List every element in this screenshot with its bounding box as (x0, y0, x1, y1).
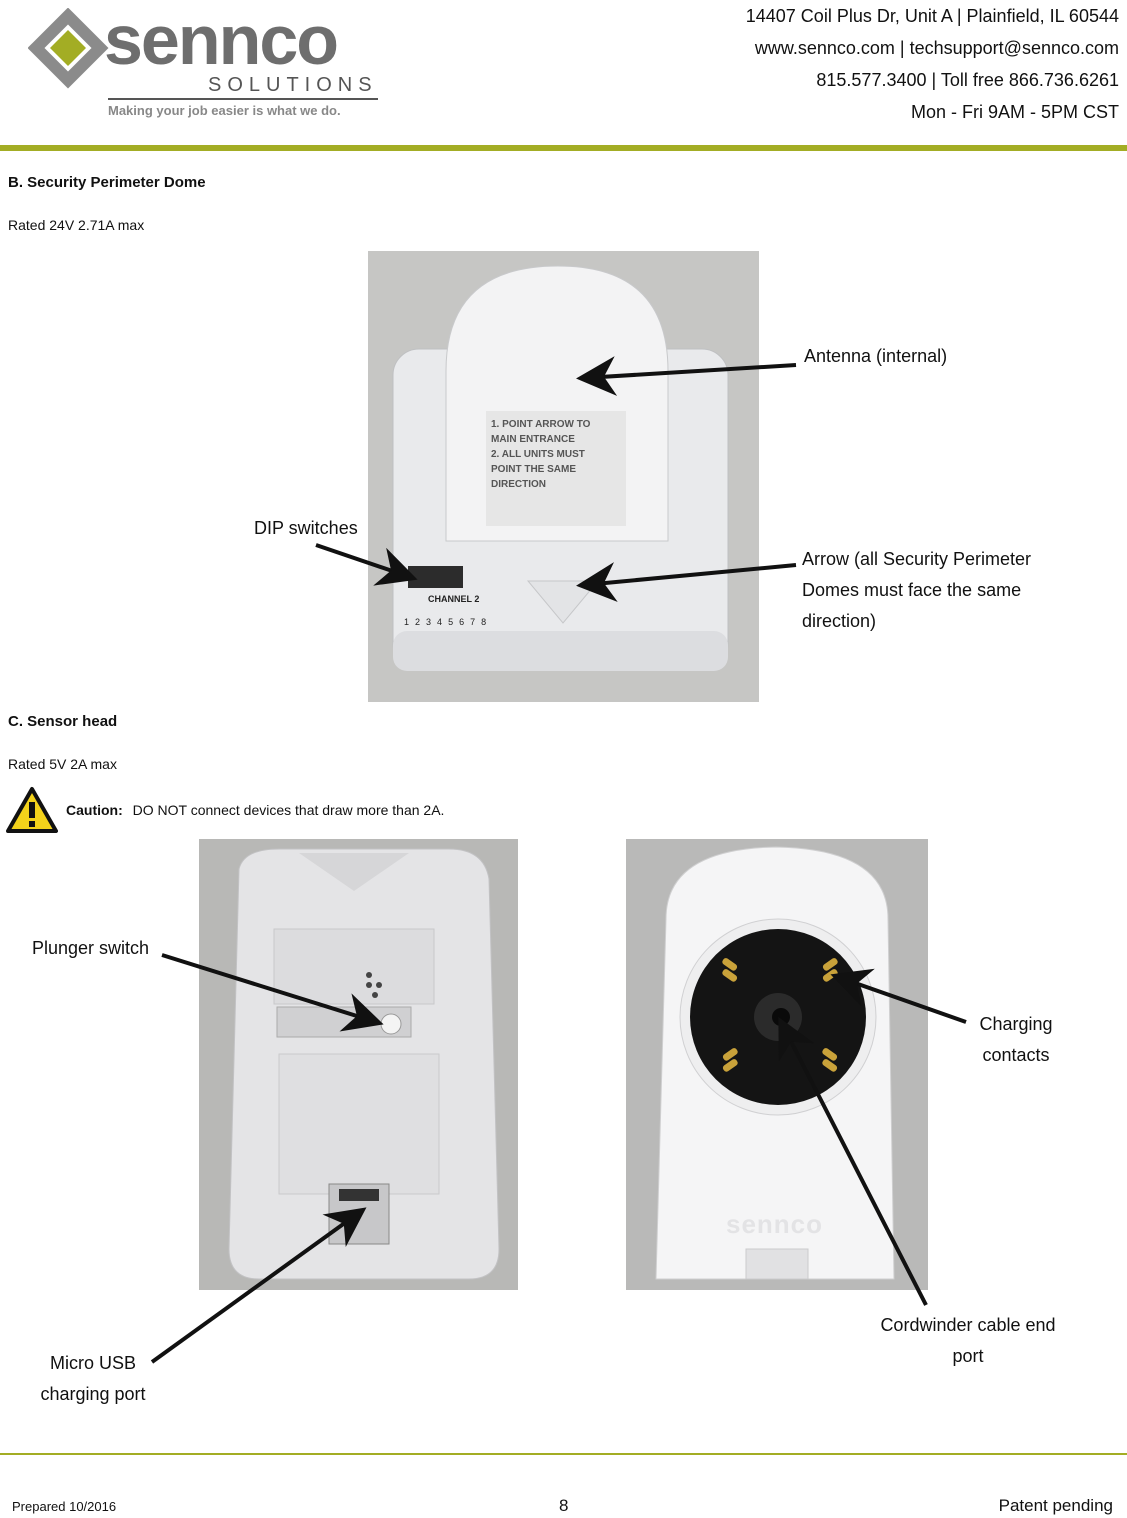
header-divider (0, 145, 1127, 151)
device-brand-emboss: sennco (726, 1209, 824, 1239)
arrow-cordwinder (778, 1016, 928, 1306)
logo-wordmark: sennco (104, 1, 339, 79)
footer-prepared: Prepared 10/2016 (12, 1499, 117, 1514)
footer-divider (0, 1453, 1127, 1455)
callout-dip-switches: DIP switches (254, 518, 358, 538)
caution-text: DO NOT connect devices that draw more th… (132, 802, 445, 818)
section-b-rating: Rated 24V 2.71A max (8, 217, 145, 233)
caution-note: Caution: DO NOT connect devices that dra… (66, 802, 444, 818)
warning-icon (6, 786, 58, 834)
callout-arrow: Arrow (all Security Perimeter Domes must… (802, 549, 1032, 631)
contact-address: 14407 Coil Plus Dr, Unit A | Plainfield,… (745, 6, 1119, 26)
dome-device-illustration (368, 251, 759, 702)
contact-phone: 815.577.3400 | Toll free 866.736.6261 (816, 70, 1119, 90)
logo-subtitle: SOLUTIONS (208, 74, 378, 96)
arrow-dip (315, 543, 418, 586)
dome-label: 1. POINT ARROW TO MAIN ENTRANCE 2. ALL U… (491, 419, 591, 490)
callout-micro-usb: Micro USB charging port (40, 1353, 146, 1404)
logo-diamond-icon (27, 7, 109, 89)
dome-photo: 1. POINT ARROW TO MAIN ENTRANCE 2. ALL U… (368, 251, 759, 702)
contact-web-email[interactable]: www.sennco.com | techsupport@sennco.com (754, 38, 1119, 58)
section-c-rating: Rated 5V 2A max (8, 756, 117, 772)
callout-plunger-switch: Plunger switch (32, 938, 150, 958)
footer-patent: Patent pending (998, 1496, 1113, 1515)
contact-block: 14407 Coil Plus Dr, Unit A | Plainfield,… (599, 0, 1119, 128)
section-b-title: B. Security Perimeter Dome (8, 174, 206, 191)
arrow-direction (576, 562, 797, 602)
arrow-antenna (576, 356, 797, 397)
callout-charging-contacts: Charging contacts (979, 1014, 1053, 1065)
channel-label: CHANNEL 2 (428, 594, 480, 604)
callout-antenna: Antenna (internal) (804, 346, 948, 366)
callout-cordwinder-port: Cordwinder cable end port (880, 1315, 1056, 1366)
company-logo: sennco SOLUTIONS Making your job easier … (27, 1, 388, 128)
contact-hours: Mon - Fri 9AM - 5PM CST (910, 102, 1119, 122)
arrow-charging (830, 968, 967, 1024)
section-c-title: C. Sensor head (8, 713, 118, 730)
footer-page-number: 8 (559, 1496, 569, 1515)
caution-label: Caution: (66, 802, 123, 818)
arrow-plunger (161, 953, 384, 1032)
logo-tagline: Making your job easier is what we do. (108, 103, 341, 118)
channel-numbers: 12345678 (404, 617, 493, 627)
arrow-usb (150, 1207, 367, 1364)
